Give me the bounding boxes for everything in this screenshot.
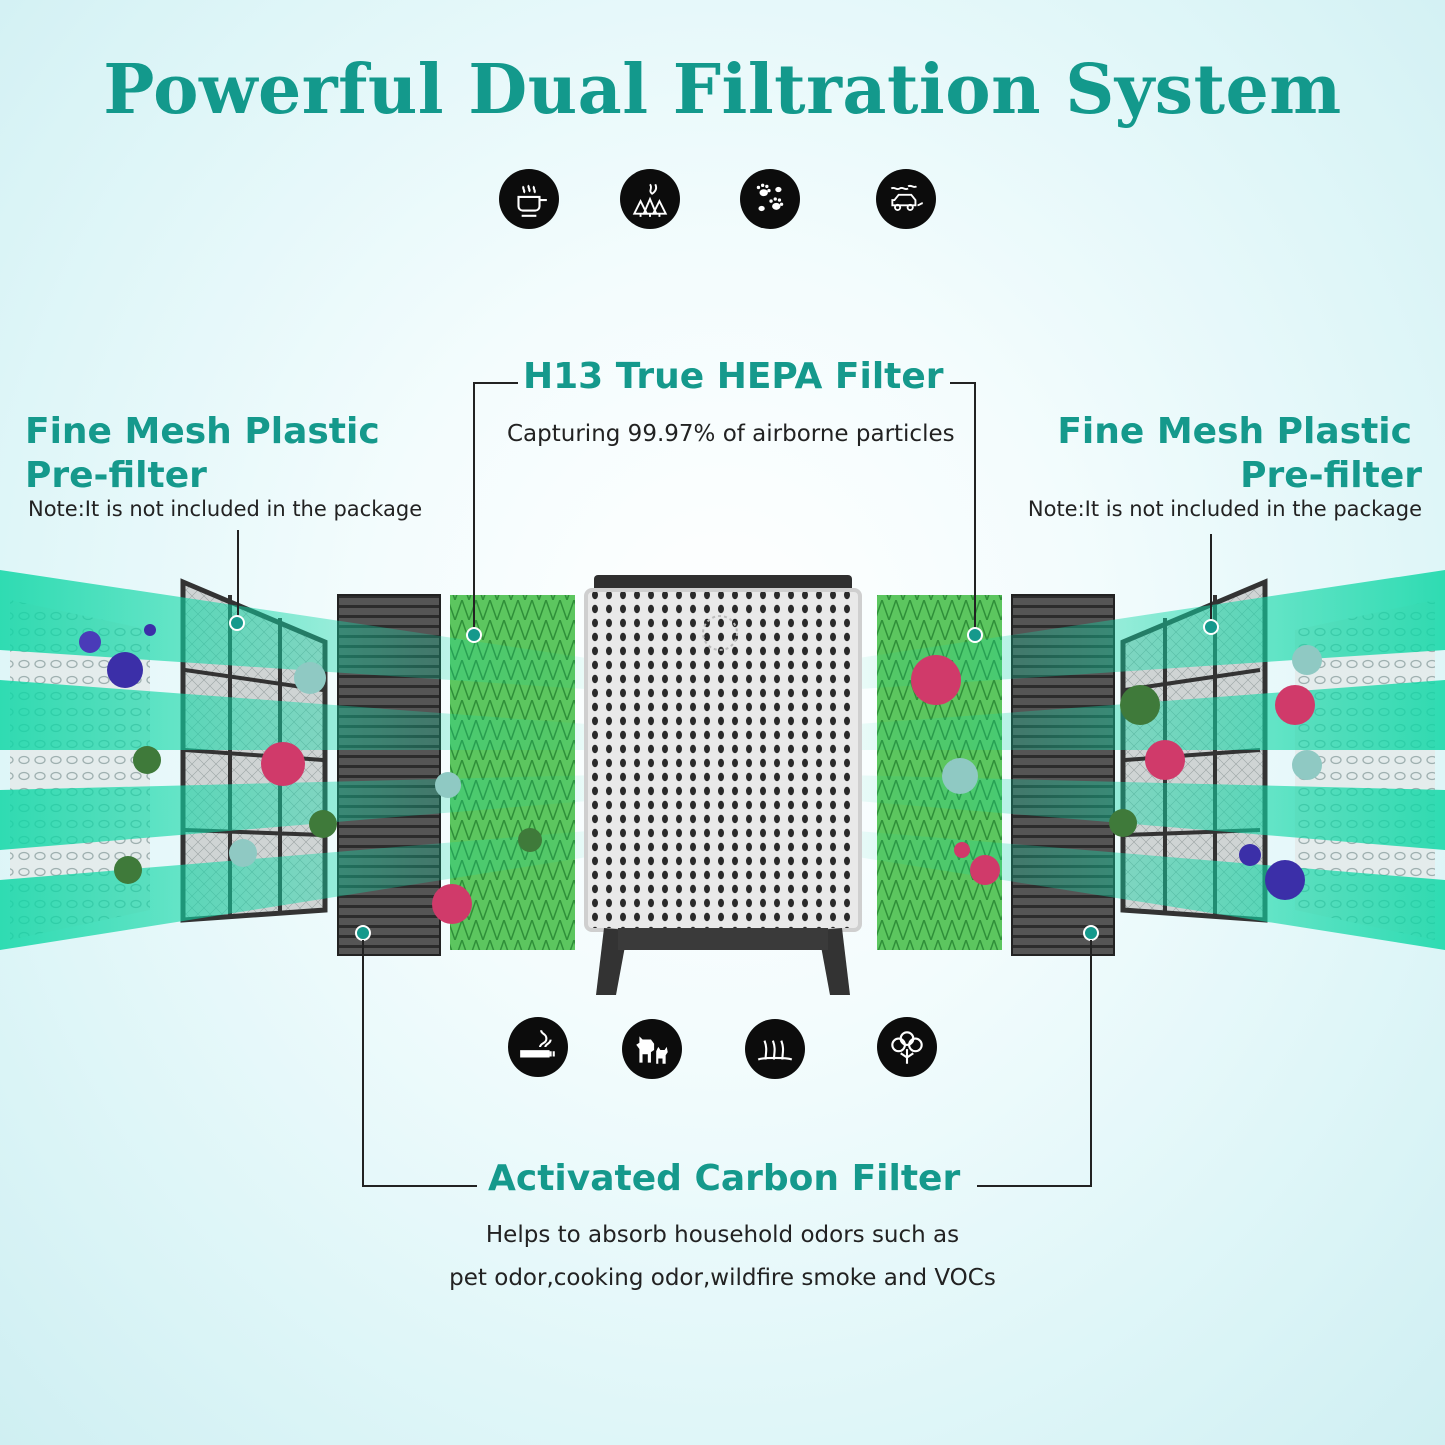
- prefilter-left-marker: [229, 615, 245, 631]
- carbon-marker-right: [1083, 925, 1099, 941]
- carbon-marker-left: [355, 925, 371, 941]
- prefilter-left-callout-line: [237, 530, 239, 622]
- wildfire-trees-icon: [620, 169, 680, 229]
- hepa-callout-line-left: [473, 382, 518, 384]
- carbon-heading: Activated Carbon Filter: [488, 1158, 961, 1199]
- carbon-description-line2: pet odor,cooking odor,wildfire smoke and…: [449, 1265, 996, 1291]
- carbon-callout-line-left-vertical: [362, 940, 364, 1187]
- page-title: Powerful Dual Filtration System: [103, 50, 1342, 130]
- prefilter-right-heading-line1: Fine Mesh Plastic: [1057, 411, 1412, 452]
- prefilter-right-marker: [1203, 619, 1219, 635]
- virus-particles: [79, 624, 1322, 924]
- prefilter-left-note: Note:It is not included in the package: [28, 497, 423, 521]
- cooking-pot-icon: [499, 169, 559, 229]
- hepa-callout-line-right: [950, 382, 976, 384]
- hepa-marker-right: [967, 627, 983, 643]
- carbon-description-line1: Helps to absorb household odors such as: [485, 1222, 960, 1248]
- carbon-callout-line-right-vertical: [1090, 940, 1092, 1187]
- carbon-callout-line-left: [362, 1185, 477, 1187]
- pet-dog-cat-icon: [622, 1019, 682, 1079]
- paw-prints-icon: [740, 169, 800, 229]
- hepa-marker-left: [466, 627, 482, 643]
- hair-follicle-icon: [745, 1019, 805, 1079]
- prefilter-right-heading-line2: Pre-filter: [1240, 455, 1422, 496]
- car-exhaust-icon: [876, 169, 936, 229]
- prefilter-left-heading-line1: Fine Mesh Plastic: [25, 411, 380, 452]
- hepa-callout-line-right-vertical: [974, 382, 976, 634]
- hepa-subtitle: Capturing 99.97% of airborne particles: [507, 421, 955, 447]
- filter-exploded-illustration: [0, 570, 1445, 995]
- smoking-icon: [508, 1017, 568, 1077]
- hepa-callout-line-left-vertical: [473, 382, 475, 634]
- cotton-flower-icon: [877, 1017, 937, 1077]
- carbon-callout-line-right: [977, 1185, 1092, 1187]
- hepa-heading: H13 True HEPA Filter: [523, 356, 944, 397]
- prefilter-right-note: Note:It is not included in the package: [1027, 497, 1422, 521]
- prefilter-left-heading-line2: Pre-filter: [25, 455, 207, 496]
- air-purifier-unit: [584, 575, 862, 995]
- prefilter-right-callout-line: [1210, 534, 1212, 620]
